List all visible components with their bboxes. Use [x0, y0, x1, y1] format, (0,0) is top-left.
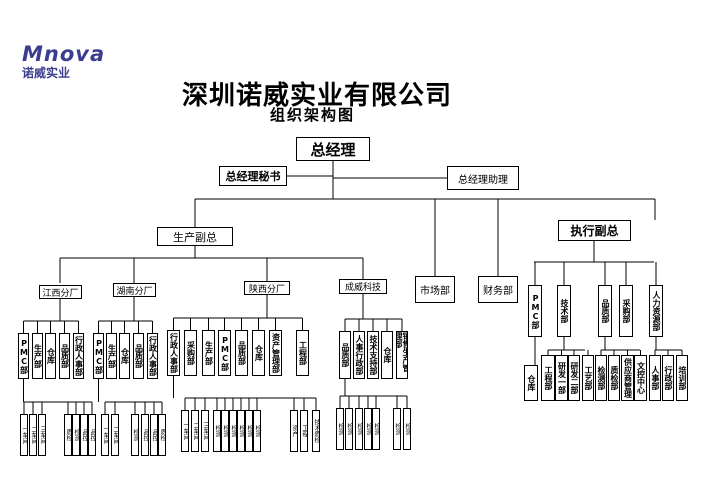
branch-3-dept-1: 人事行政部 — [353, 331, 365, 379]
branch-2-dept-7: 工程部 — [296, 330, 309, 376]
exec-unit-1: 工程部 — [541, 355, 555, 401]
branch-2-dept-0: 行政人事部 — [167, 330, 180, 376]
branch-1-dept-1: 生产部 — [106, 333, 117, 379]
exec-unit-4: 工艺部 — [582, 355, 594, 401]
node-market-dept: 市场部 — [415, 276, 455, 303]
exec-unit-7: 供应商管理 — [621, 355, 634, 401]
exec-unit-8: 文控中心 — [634, 355, 647, 401]
branch-1-unit-0: 一车间 — [101, 414, 109, 456]
node-branch-shaanxi: 陕西分厂 — [244, 281, 290, 295]
branch-1-unit-2: 检测 — [131, 414, 139, 456]
branch-3-unit-1: 检测 — [345, 408, 353, 450]
branch-3-dept-0: 品质部 — [339, 331, 351, 379]
branch-2-unit-3: 检测 — [213, 410, 221, 452]
branch-2-dept-4: 品质部 — [235, 330, 248, 376]
node-branch-chengwei: 成威科技 — [339, 279, 387, 294]
exec-dept-1: 技术部 — [557, 285, 571, 337]
node-branch-jiangxi: 江西分厂 — [39, 285, 82, 299]
branch-0-unit-3: 质检 — [64, 414, 72, 456]
branch-0-dept-3: 品质部 — [59, 333, 70, 379]
branch-2-unit-4: 检测 — [221, 410, 229, 452]
exec-unit-9: 人事部 — [649, 355, 661, 401]
brand-logo: Mnova — [22, 42, 106, 66]
branch-3-unit-4: 检测 — [372, 408, 380, 450]
node-exec-vp: 执行副总 — [558, 220, 631, 241]
branch-2-dept-6: 资产管理部 — [269, 330, 282, 376]
branch-2-unit-9: 资产 — [290, 410, 298, 452]
branch-0-unit-2: 三车间 — [38, 414, 46, 456]
branch-2-dept-2: 生产部 — [202, 330, 215, 376]
branch-1-dept-3: 品质部 — [133, 333, 144, 379]
branch-2-unit-6: 检测 — [237, 410, 245, 452]
exec-unit-5: 检测部 — [595, 355, 607, 401]
branch-0-unit-0: 一车间 — [20, 414, 28, 456]
branch-3-unit-0: 检测 — [336, 408, 344, 450]
branch-0-unit-5: 品控 — [80, 414, 88, 456]
branch-3-unit-5: 检测 — [393, 408, 401, 450]
branch-2-dept-1: 采购部 — [184, 330, 197, 376]
branch-2-unit-11: 技术质检 — [312, 410, 320, 452]
branch-2-unit-1: 二车间 — [191, 410, 199, 452]
company-title: 深圳诺威实业有限公司 — [182, 81, 453, 111]
branch-3-dept-2: 技术支持部 — [367, 331, 379, 379]
branch-3-dept-4: 销售生产管理部 — [396, 331, 408, 379]
exec-unit-10: 行政部 — [662, 355, 674, 401]
branch-2-unit-10: 工程 — [300, 410, 308, 452]
branch-0-unit-1: 二车间 — [29, 414, 37, 456]
branch-0-unit-6: 品控 — [88, 414, 96, 456]
branch-2-unit-5: 检测 — [229, 410, 237, 452]
branch-2-unit-2: 三车间 — [201, 410, 209, 452]
node-production-vp: 生产副总 — [157, 227, 233, 246]
branch-1-dept-4: 行政人事部 — [147, 333, 158, 379]
branch-0-dept-0: PMC部 — [18, 333, 29, 379]
branch-3-unit-3: 检测 — [364, 408, 372, 450]
branch-2-unit-0: 一车间 — [181, 410, 189, 452]
branch-1-unit-3: 品控 — [141, 414, 149, 456]
branch-2-unit-7: 检测 — [245, 410, 253, 452]
node-gm-assistant: 总经理助理 — [447, 166, 519, 190]
exec-dept-2: 品质部 — [598, 285, 612, 337]
exec-unit-11: 培训部 — [676, 355, 688, 401]
brand-logo-subtitle: 诺威实业 — [22, 66, 71, 80]
node-branch-hunan: 湖南分厂 — [113, 283, 156, 297]
exec-unit-6: 质检部 — [608, 355, 620, 401]
branch-1-unit-1: 二车间 — [111, 414, 119, 456]
branch-2-dept-3: PMC部 — [218, 330, 231, 376]
node-gm-secretary: 总经理秘书 — [219, 166, 287, 186]
branch-0-dept-4: 行政人事部 — [73, 333, 84, 379]
branch-1-unit-4: 品控 — [150, 414, 158, 456]
exec-dept-0: PMC部 — [528, 285, 542, 337]
branch-0-dept-2: 仓库 — [45, 333, 56, 379]
exec-unit-3: 研发二部 — [568, 355, 580, 401]
exec-dept-4: 人力资源部 — [649, 285, 663, 337]
node-finance-dept: 财务部 — [478, 276, 518, 303]
branch-1-dept-2: 仓库 — [119, 333, 130, 379]
branch-3-dept-3: 仓库 — [381, 331, 393, 379]
branch-2-unit-8: 检测 — [253, 410, 261, 452]
exec-dept-3: 采购部 — [619, 285, 633, 337]
exec-unit-0: 仓库 — [524, 365, 538, 401]
chart-subtitle: 组织架构图 — [270, 106, 356, 124]
node-general-manager: 总经理 — [296, 137, 370, 161]
branch-2-dept-5: 仓库 — [252, 330, 265, 376]
branch-0-unit-4: 检测 — [72, 414, 80, 456]
exec-unit-2: 研发一部 — [555, 355, 568, 401]
branch-3-unit-2: 检测 — [355, 408, 363, 450]
branch-0-dept-1: 生产部 — [32, 333, 43, 379]
branch-1-unit-5: 质检 — [158, 414, 166, 456]
branch-1-dept-0: PMC部 — [93, 333, 104, 379]
branch-3-unit-6: 检测 — [403, 408, 411, 450]
